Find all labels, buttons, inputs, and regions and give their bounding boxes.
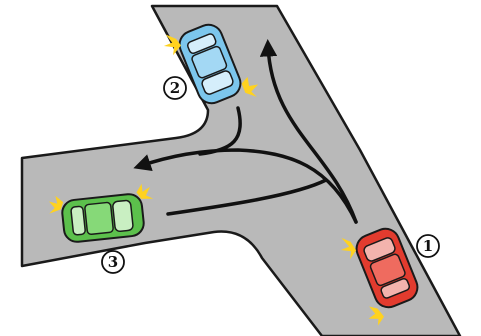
- car-1-label: 1: [417, 235, 439, 257]
- car-3-number: 3: [108, 253, 118, 271]
- car-3-windshield: [112, 200, 133, 232]
- car-1-number: 1: [423, 237, 433, 255]
- car-3-label: 3: [102, 251, 124, 273]
- car-2-label: 2: [164, 77, 186, 99]
- car-3-rear-window: [71, 206, 86, 235]
- car-3-roof: [85, 202, 114, 235]
- car-2-number: 2: [170, 79, 180, 97]
